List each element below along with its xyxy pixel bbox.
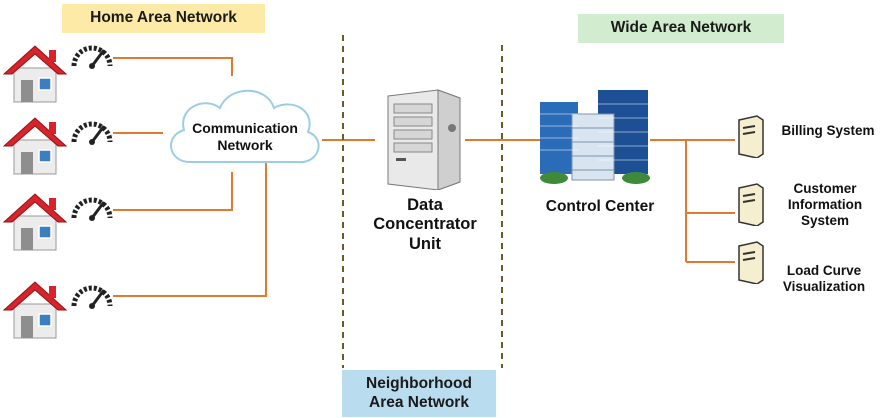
house-icon xyxy=(2,117,68,175)
small-server-icon xyxy=(738,183,764,226)
smart-meter-icon xyxy=(71,121,113,145)
billing-system-label: Billing System xyxy=(781,123,875,138)
smart-meter-icon xyxy=(71,45,113,69)
smart-meter-icon xyxy=(71,285,113,309)
control-center-label: Control Center xyxy=(545,198,655,215)
link-house1-cloud xyxy=(113,57,233,76)
link-house3-cloud xyxy=(113,172,233,211)
link-house4-cloud xyxy=(113,160,267,297)
server-tower-icon xyxy=(387,89,461,190)
small-server-icon xyxy=(738,241,764,284)
house-icon xyxy=(2,193,68,251)
smart-meter-icon xyxy=(71,197,113,221)
house-icon xyxy=(2,45,68,103)
communication-network-label: Communication Network xyxy=(192,120,298,153)
neighborhood-area-network-tag: Neighborhood Area Network xyxy=(342,370,496,418)
house-icon xyxy=(2,281,68,339)
data-concentrator-unit-label: Data Concentrator Unit xyxy=(373,196,477,253)
small-server-icon xyxy=(738,115,764,158)
cloud-icon xyxy=(170,89,320,164)
office-buildings-icon xyxy=(540,90,650,184)
load-curve-visualization-label: Load Curve Visualization xyxy=(782,263,866,294)
wide-area-network-tag: Wide Area Network xyxy=(578,14,784,43)
customer-information-system-label: Customer Information System xyxy=(787,181,863,228)
home-area-network-tag: Home Area Network xyxy=(62,4,265,33)
